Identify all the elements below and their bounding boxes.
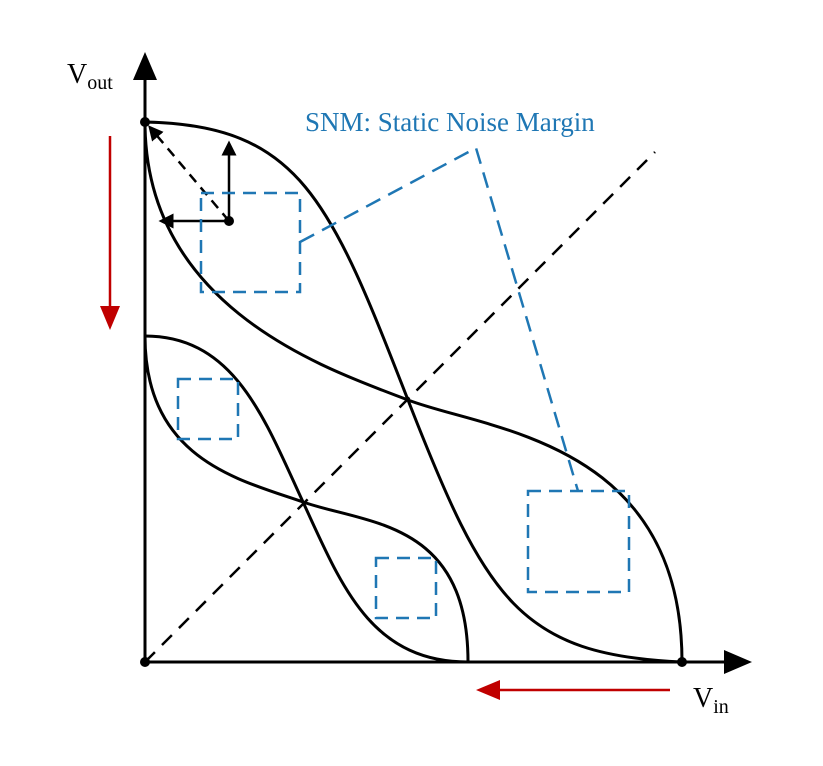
y-axis-label: Vout — [67, 59, 113, 94]
snm-label: SNM: Static Noise Margin — [305, 107, 595, 137]
red-arrow-left-head — [476, 680, 500, 700]
diagonal-dashed-line — [144, 151, 656, 663]
x-axis-label: Vin — [693, 683, 729, 718]
outer-curve-steep — [144, 120, 683, 664]
diagonal-arrow — [148, 125, 230, 222]
snm-square-inner-right — [374, 556, 438, 620]
y-axis-arrowhead — [133, 52, 157, 80]
outer-curve-shallow — [143, 121, 684, 663]
inner-curves — [143, 334, 470, 664]
red-arrow-down-head — [100, 306, 120, 330]
snm-square-outer-bottom — [526, 489, 631, 594]
red-arrows — [100, 136, 670, 700]
snm-square-inner-left — [176, 377, 240, 441]
origin-dot — [140, 657, 150, 667]
inner-curve-shallow — [143, 335, 470, 663]
top-endpoint-dot — [140, 117, 150, 127]
snm-squares — [176, 191, 631, 620]
snm-square-outer-top — [199, 191, 302, 294]
x-axis-arrowhead — [724, 650, 752, 674]
axes — [133, 52, 752, 674]
outer-curves — [143, 120, 684, 664]
right-endpoint-dot — [677, 657, 687, 667]
snm-pointer-lines — [299, 146, 580, 492]
perturbation-arrows — [148, 125, 237, 229]
